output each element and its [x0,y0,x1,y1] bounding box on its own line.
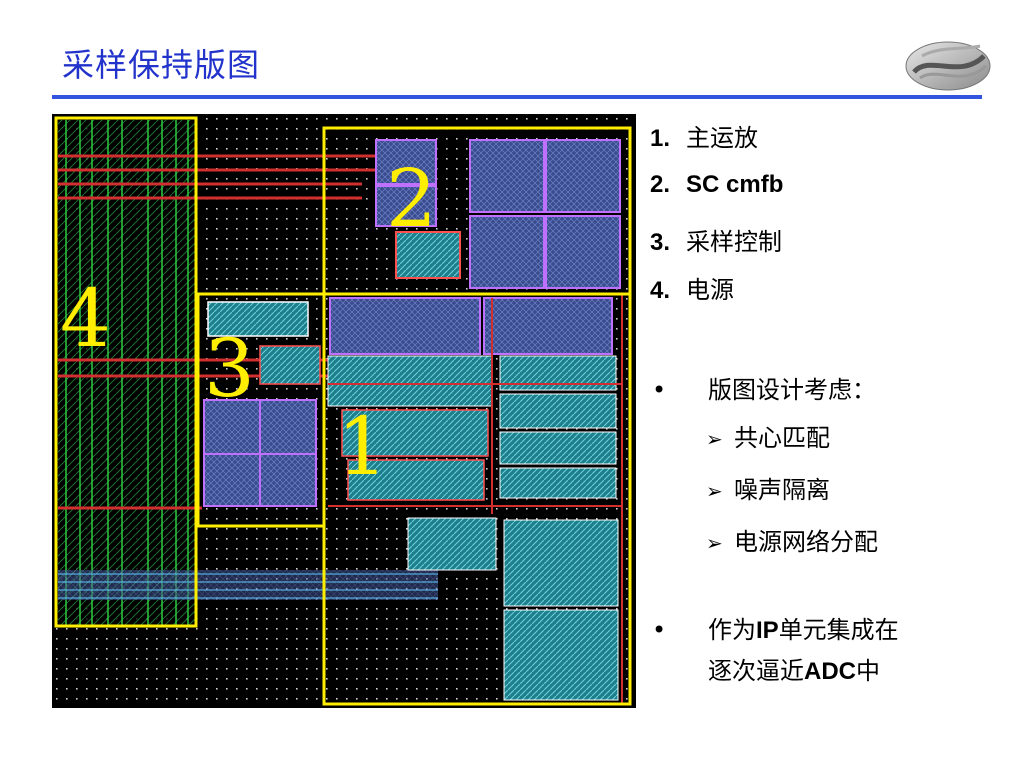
bullet-ip-integration: •作为IP单元集成在 逐次逼近ADC中 [652,616,899,685]
arrow-bullet-icon: ➢ [706,531,723,555]
sub-item: ➢噪声隔离 [706,476,830,504]
list-item: 3.采样控制 [650,228,782,256]
region-label-3: 3 [204,322,255,415]
region-label-2: 2 [386,152,437,245]
sampling-control-block [203,301,321,507]
arrow-bullet-icon: ➢ [706,427,723,451]
region-outlines [54,116,632,706]
list-item: 1.主运放 [650,124,758,152]
main-opamp-block [327,294,623,704]
region-label-1: 1 [337,400,388,493]
list-item: 2.SC cmfb [650,171,784,198]
cmfb-capacitor-array [375,139,621,289]
sub-item: ➢共心匹配 [706,424,830,452]
region-label-4: 4 [60,272,111,365]
title-underline [52,95,982,99]
bullet-design-considerations: •版图设计考虑： [652,376,876,404]
list-item: 4.电源 [650,276,734,304]
sub-item: ➢电源网络分配 [706,528,878,556]
arrow-bullet-icon: ➢ [706,479,723,503]
slide-title: 采样保持版图 [62,46,261,84]
sample-hold-layout-diagram: 1 2 3 4 [52,114,636,708]
institute-logo-icon [905,41,991,91]
